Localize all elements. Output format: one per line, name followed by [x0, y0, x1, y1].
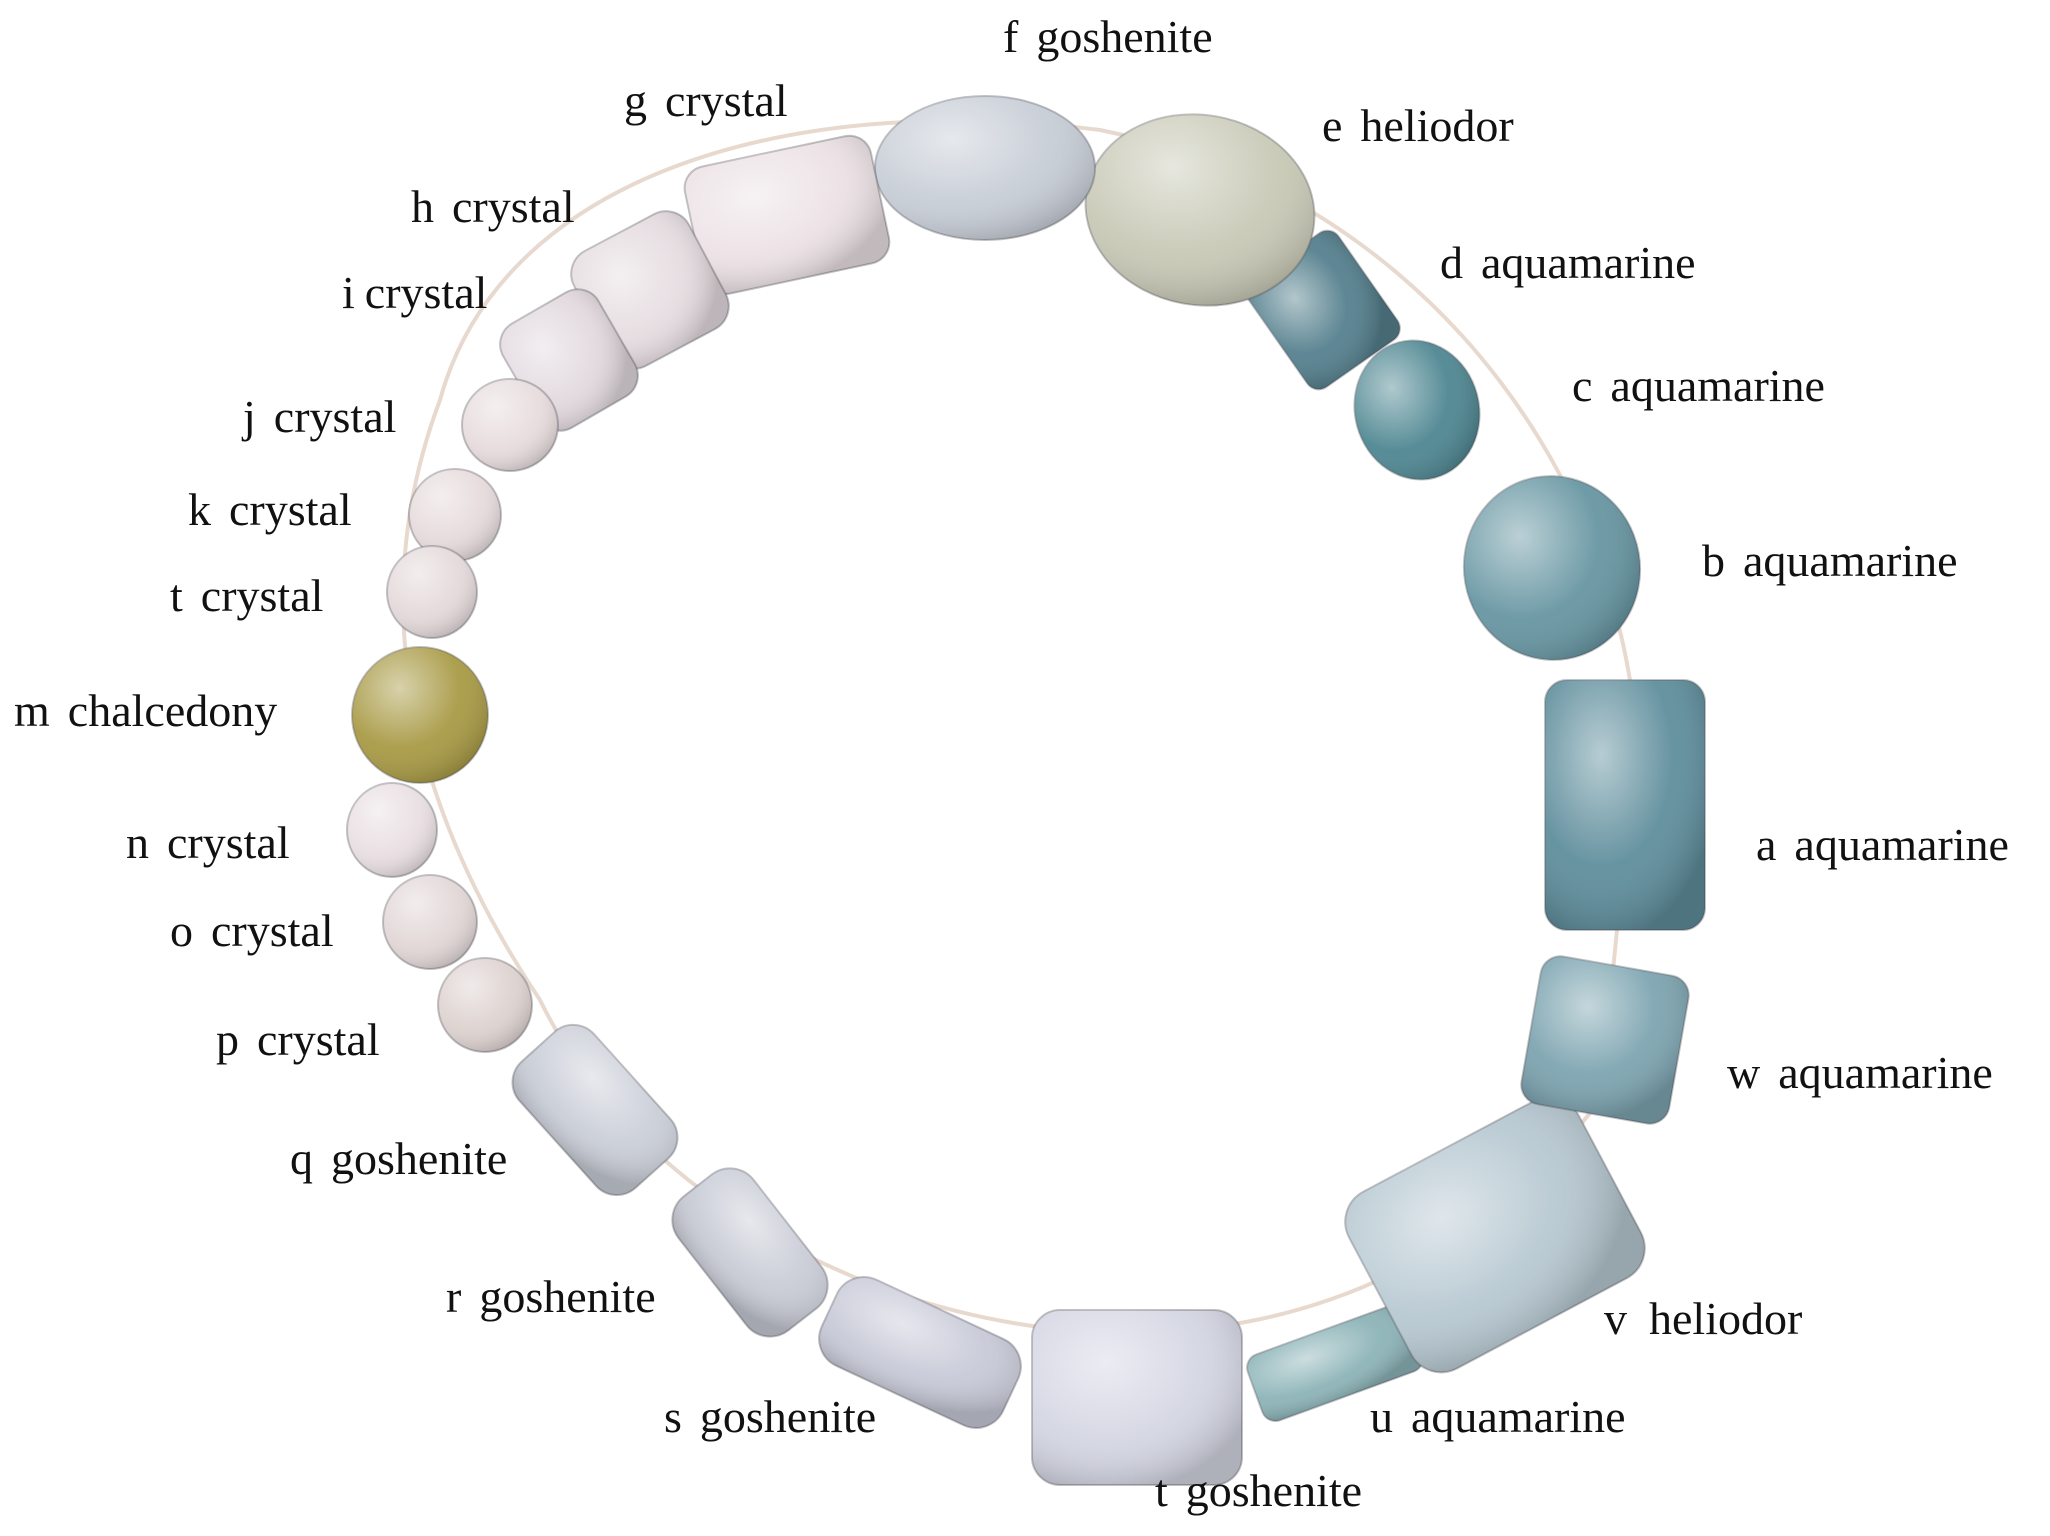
- bead-j-crystal: [461, 378, 559, 472]
- bead-m-chalcedony: [351, 646, 489, 784]
- bead-p-crystal: [437, 957, 533, 1053]
- bead-c-aquamarine: [1353, 339, 1481, 481]
- bead-n-crystal: [346, 782, 438, 878]
- bead-t-crystal: [386, 545, 478, 639]
- bead-a-aquamarine: [1544, 679, 1706, 931]
- bead-s-goshenite: [818, 1276, 1022, 1429]
- bead-o-crystal: [382, 874, 478, 970]
- bead-e-heliodor: [1084, 113, 1316, 307]
- bead-r-goshenite: [671, 1167, 829, 1338]
- bead-f-goshenite: [874, 95, 1096, 241]
- bead-q-goshenite: [511, 1023, 679, 1197]
- bead-g-crystal: [683, 134, 891, 296]
- bead-b-aquamarine: [1462, 475, 1642, 661]
- bead-t-goshenite: [1031, 1309, 1243, 1486]
- bracelet-string: [401, 118, 1640, 1335]
- bead-v-heliodor: [1344, 1096, 1646, 1374]
- bead-w-aquamarine: [1520, 955, 1690, 1125]
